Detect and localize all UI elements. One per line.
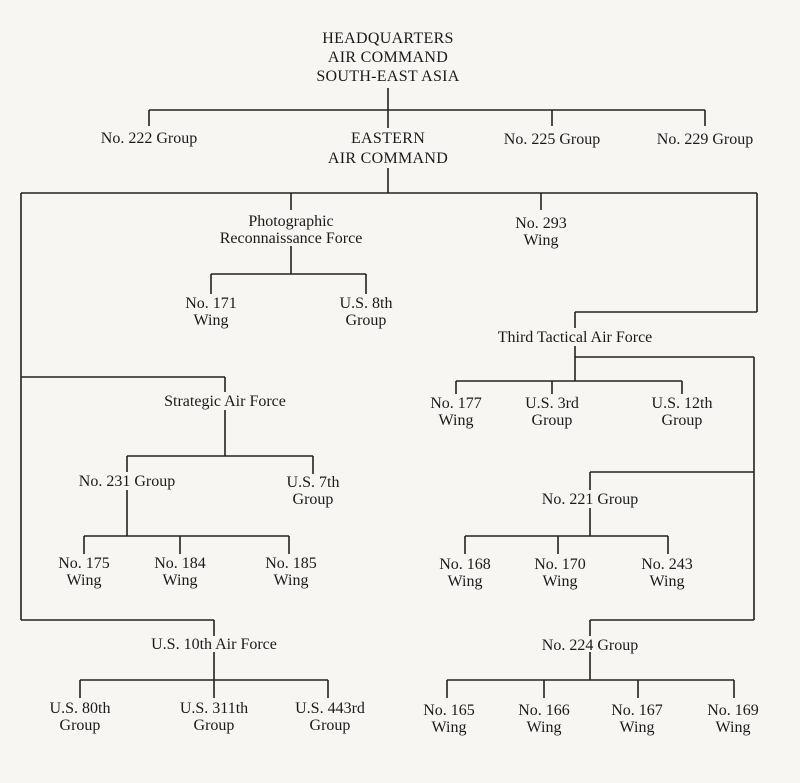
node-no-224-group: No. 224 Group (541, 637, 639, 654)
node-no-165-wing: No. 165 Wing (423, 702, 475, 736)
node-photographic-reconnaissance-force: Photographic Reconnaissance Force (219, 213, 363, 247)
node-no-169-wing: No. 169 Wing (707, 702, 759, 736)
node-no-175-wing: No. 175 Wing (58, 555, 110, 589)
node-us-10th-air-force: U.S. 10th Air Force (151, 636, 277, 653)
node-us-12th-group: U.S. 12th Group (651, 395, 713, 429)
node-us-3rd-group: U.S. 3rd Group (525, 395, 579, 429)
node-no-184-wing: No. 184 Wing (154, 555, 206, 589)
node-eastern-air-command: EASTERN AIR COMMAND (327, 130, 449, 167)
node-no-185-wing: No. 185 Wing (265, 555, 317, 589)
node-no-171-wing: No. 171 Wing (185, 295, 237, 329)
node-no-231-group: No. 231 Group (78, 473, 176, 490)
node-hq-air-command-sea: HEADQUARTERS AIR COMMAND SOUTH-EAST ASIA (316, 30, 460, 85)
node-us-7th-group: U.S. 7th Group (286, 474, 340, 508)
node-no-166-wing: No. 166 Wing (518, 702, 570, 736)
node-no-170-wing: No. 170 Wing (534, 556, 586, 590)
node-strategic-air-force: Strategic Air Force (164, 393, 286, 410)
node-no-167-wing: No. 167 Wing (611, 702, 663, 736)
node-no-221-group: No. 221 Group (541, 491, 639, 508)
node-us-443rd-group: U.S. 443rd Group (295, 700, 365, 734)
node-us-311th-group: U.S. 311th Group (179, 700, 249, 734)
node-no-225-group: No. 225 Group (503, 131, 601, 148)
node-no-177-wing: No. 177 Wing (430, 395, 482, 429)
node-us-80th-group: U.S. 80th Group (49, 700, 111, 734)
node-third-tactical-air-force: Third Tactical Air Force (497, 329, 653, 346)
node-no-229-group: No. 229 Group (656, 131, 754, 148)
node-no-243-wing: No. 243 Wing (641, 556, 693, 590)
node-no-222-group: No. 222 Group (100, 130, 198, 147)
node-no-168-wing: No. 168 Wing (439, 556, 491, 590)
node-no-293-wing: No. 293 Wing (515, 215, 567, 249)
node-us-8th-group: U.S. 8th Group (339, 295, 393, 329)
